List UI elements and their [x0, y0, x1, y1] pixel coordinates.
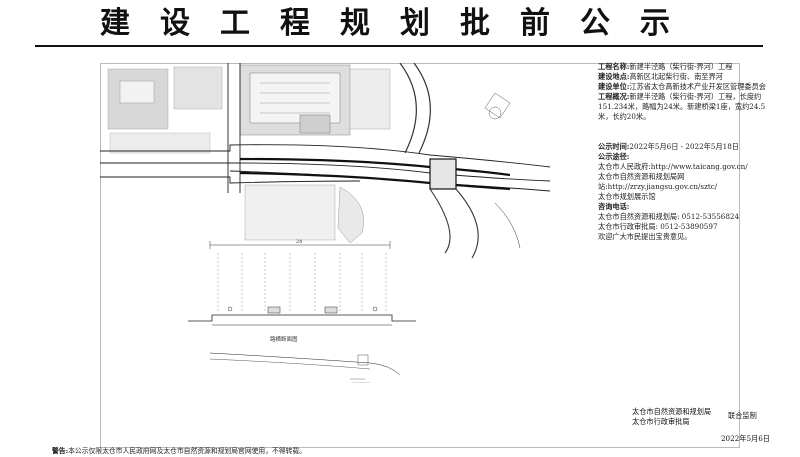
org-zrzy: 太仓市自然资源和规划局: [632, 407, 712, 416]
period-label: 公示时间:: [598, 142, 630, 151]
warning-notice: 警告:本公示仅限太仓市人民政府网及太仓市自然资源和规划局官网使用，不得转载。: [52, 445, 306, 455]
site-plan: [100, 63, 551, 259]
project-name-label: 工程名称:: [598, 62, 630, 71]
contact-zrzy: 太仓市自然资源和规划局: 0512-53556824: [598, 212, 740, 221]
period-row: 公示时间:2022年5月6日 - 2022年5月18日: [598, 142, 778, 152]
longitudinal-profile: [209, 352, 401, 383]
builder-value: 江苏省太仓高新技术产业开发区管理委员会: [629, 82, 766, 91]
channels-label: 公示途径:: [598, 152, 630, 161]
joint-supervision: 联合监制: [728, 411, 757, 420]
notice-board-frame: [100, 63, 740, 448]
overview-value: 新建半泾路（柴行街-界河）工程，长度约151.234米，路幅为24米。新建桥梁1…: [598, 92, 766, 121]
project-name-value: 新建半泾路（柴行街-界河）工程: [629, 62, 733, 71]
location-label: 建设地点:: [598, 72, 630, 81]
signature-date: 2022年5月6日: [720, 434, 770, 443]
signature-block: 太仓市自然资源和规划局 太仓市行政审批局 联合监制 2022年5月6日: [632, 407, 772, 443]
channel-exhibition: 太仓市规划展示馆: [598, 192, 656, 201]
builder-label: 建设单位:: [598, 82, 630, 91]
title-underline: [35, 45, 763, 47]
section-caption: 路横断面图: [270, 335, 298, 343]
project-info-panel: 工程名称:新建半泾路（柴行街-界河）工程 建设地点:高新区北起柴行街、南至界河 …: [598, 62, 778, 242]
contact-label: 咨询电话:: [598, 202, 630, 211]
welcome-text: 欢迎广大市民提出宝贵意见。: [598, 232, 692, 241]
channel-gov-link[interactable]: 太仓市人民政府:http://www.taicang.gov.cn/: [598, 162, 748, 171]
location-row: 建设地点:高新区北起柴行街、南至界河: [598, 72, 778, 82]
location-value: 高新区北起柴行街、南至界河: [629, 72, 723, 81]
org-approval: 太仓市行政审批局: [632, 417, 690, 426]
contact-approval: 太仓市行政审批局: 0512-53890597: [598, 222, 718, 231]
warning-label: 警告:: [52, 447, 69, 455]
project-name-row: 工程名称:新建半泾路（柴行街-界河）工程: [598, 62, 778, 72]
dimension-label: 24: [296, 239, 302, 245]
overview-label: 工程概况:: [598, 92, 630, 101]
period-value: 2022年5月6日 - 2022年5月18日: [629, 142, 739, 151]
channel-zrzy-link[interactable]: 太仓市自然资源和规划局网站:http://zrzy.jiangsu.gov.cn…: [598, 172, 718, 191]
overview-row: 工程概况:新建半泾路（柴行街-界河）工程，长度约151.234米，路幅为24米。…: [598, 92, 778, 122]
builder-row: 建设单位:江苏省太仓高新技术产业开发区管理委员会: [598, 82, 778, 92]
site-plan-drawing: 路横断面图 24: [100, 63, 551, 383]
warning-text: 本公示仅限太仓市人民政府网及太仓市自然资源和规划局官网使用，不得转载。: [68, 447, 306, 455]
page-title: 建设工程规划批前公示: [100, 6, 700, 41]
cross-section: [188, 241, 416, 326]
